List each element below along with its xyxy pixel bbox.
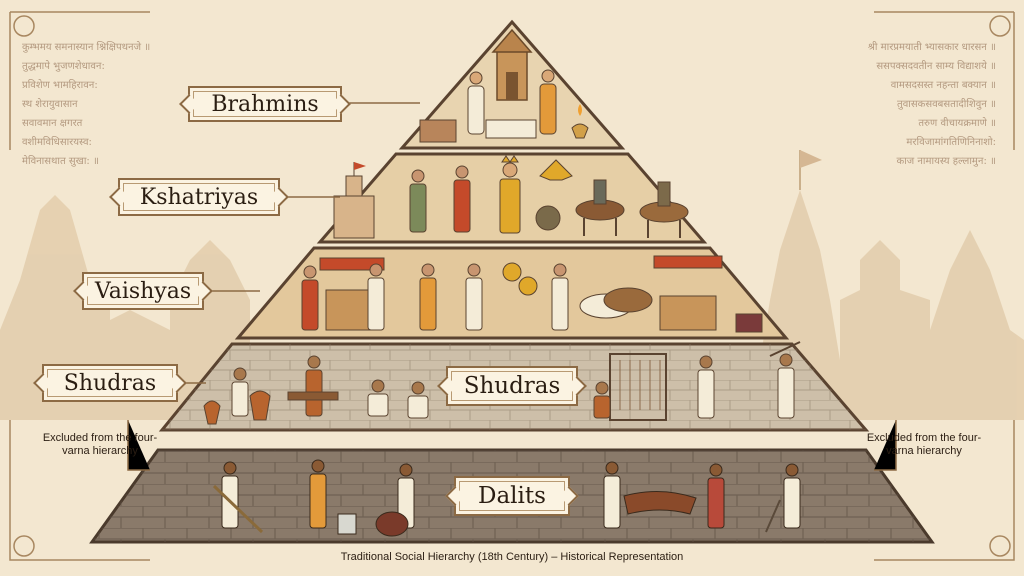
tier-label-text: Vaishyas [94,278,192,304]
pot-icon [249,390,271,421]
farmer-figure [465,263,483,331]
book-stack-icon [419,119,457,143]
broom-icon [212,484,264,534]
cloth-bundle-icon [735,313,763,333]
decorative-script-right: श्री मारप्रमयाती भ्यासकार धारसन ॥ ससपक्स… [796,38,996,171]
script-line: स्थ शेरायुवासान [22,99,78,110]
cattle-icon [579,287,653,319]
tier-label-vaishyas: Vaishyas [82,272,204,310]
tanner-figure [603,461,697,529]
sack-icon [375,511,409,537]
laborer-figure [697,355,715,419]
cavalry-figure [575,179,625,236]
leather-hide-icon [623,490,697,515]
tier-label-dalits: Dalits [454,476,570,516]
loom-icon [609,353,667,421]
script-line: श्री मारप्रमयाती भ्यासकार धारसन ॥ [867,42,996,53]
warrior-figure [453,165,471,233]
script-line: मेविनासथात सुखा: ॥ [22,156,99,167]
script-line: ससपक्सदवतीन साम्य विद्याशये ॥ [876,61,996,72]
script-line: काज नामायस्य हल्लामुन: ॥ [896,156,996,167]
script-line: मरविजामांगतिणिनिनाशो: [906,137,996,148]
digger-figure [765,463,801,533]
tier-label-text: Brahmins [211,91,319,117]
book-icon [485,119,537,139]
tier-label-text: Shudras [63,370,157,396]
coin-icon [518,276,538,296]
tier-label-text: Dalits [478,483,546,509]
pot-icon [203,400,221,425]
tier-label-text: Kshatriyas [139,184,259,210]
cobbler-figure [407,381,429,419]
crown-icon [501,155,519,163]
flame-icon [578,104,582,116]
script-line: प्रविशेण भामहिरावन: [22,80,98,91]
coin-icon [502,262,522,282]
tier-label-brahmins: Brahmins [188,86,342,122]
artisan-figure [287,355,339,417]
script-line: तरुण वीचायक्रमाणे ॥ [918,118,996,129]
king-figure [499,155,521,234]
crown-icon [539,159,573,181]
merchant-figure [419,263,437,331]
caption: Traditional Social Hierarchy (18th Centu… [340,551,684,563]
laborer-figure [769,341,801,419]
cavalry-figure [639,181,689,238]
side-note-right: Excluded from the four-varna hierarchy [866,432,982,457]
pickaxe-icon [769,341,801,357]
water-carrier-figure [309,459,357,535]
tier-brahmins [398,19,626,150]
hoe-icon [765,499,781,533]
script-line: कुम्भमय समनास्यान श्निक्षिपथनजे ॥ [22,42,151,53]
tier-vaishyas [234,246,790,340]
script-line: वामसदसस्त नहन्ता बक्यान ॥ [890,80,996,91]
farmer-figure [551,263,569,331]
laborer-figure [375,463,415,537]
priest-figure [539,69,557,135]
side-note-left: Excluded from the four-varna hierarchy [42,432,158,457]
sweeper-figure [212,461,264,534]
ornate-frame [9,11,1015,561]
priest-figure [467,71,485,135]
script-line: वशीमविधिसारयस्व: [22,137,92,148]
script-line: तुद्धमापे भुजणशेधावन: [22,61,105,72]
label-connectors [127,102,897,471]
tier-label-text: Shudras [463,373,561,399]
lamp-icon [571,123,589,139]
soldier-figure [409,169,427,233]
weaver-figure [367,379,389,417]
spice-stall-icon [653,255,763,333]
merchant-figure [301,265,319,331]
potter-figure [231,367,249,417]
shield-icon [535,205,561,231]
leatherworker-figure [707,463,725,529]
trader-figure [367,263,385,331]
fort-icon [333,162,375,239]
tier-label-shudras: Shudras [42,364,178,402]
tier-kshatriyas [316,152,708,244]
decorative-script-left: कुम्भमय समनास्यान श्निक्षिपथनजे ॥ तुद्धम… [22,38,150,171]
script-line: तुवासकसवबसतादीशिवुन ॥ [897,99,996,110]
weaver-figure [593,381,611,419]
tier-label-kshatriyas: Kshatriyas [118,178,280,216]
bucket-icon [337,513,357,535]
tier-inner-label-shudras: Shudras [446,366,578,406]
script-line: सवावमान क्षगरत [22,118,83,129]
